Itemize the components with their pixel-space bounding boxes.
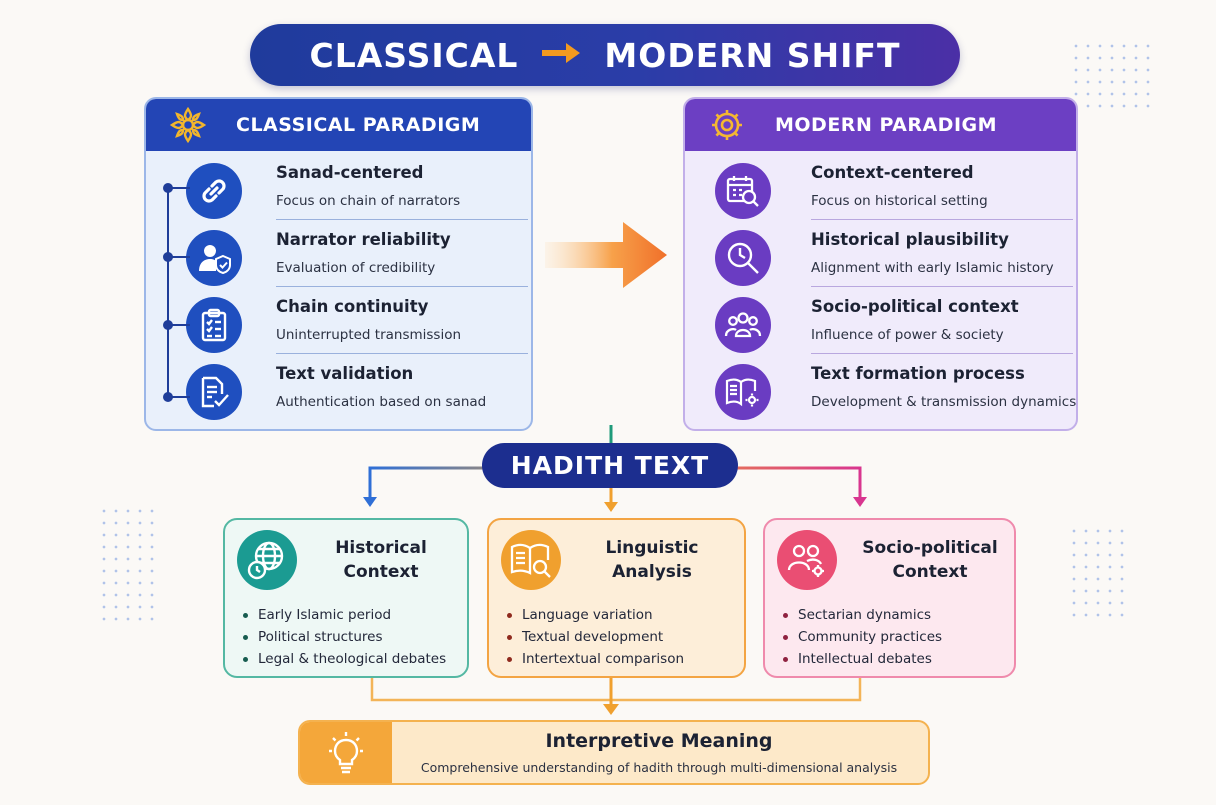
card-bullet-list: Language variation Textual development I…: [507, 604, 684, 670]
timeline-connector: [168, 187, 190, 189]
bullet-item: Early Islamic period: [243, 604, 446, 626]
bullet-item: Intellectual debates: [783, 648, 942, 670]
bullet-item: Sectarian dynamics: [783, 604, 942, 626]
divider: [276, 353, 528, 354]
title-left: CLASSICAL: [309, 35, 519, 75]
title-right: MODERN SHIFT: [604, 35, 901, 75]
book-gear-icon: [715, 364, 771, 420]
item-subtitle: Authentication based on sanad: [276, 394, 487, 410]
result-title: Interpretive Meaning: [545, 730, 773, 752]
lightbulb-icon: [300, 722, 392, 783]
item-title: Chain continuity: [276, 297, 429, 316]
globe-clock-icon: [237, 530, 297, 590]
divider: [276, 286, 528, 287]
result-subtitle: Comprehensive understanding of hadith th…: [420, 760, 898, 775]
bullet-item: Community practices: [783, 626, 942, 648]
modern-paradigm-panel: MODERN PARADIGM Context-centered Focus o…: [683, 97, 1078, 431]
item-subtitle: Focus on historical setting: [811, 193, 988, 209]
divider: [811, 219, 1073, 220]
item-title: Text validation: [276, 364, 414, 383]
modern-panel-title: MODERN PARADIGM: [775, 114, 998, 136]
document-check-icon: [186, 364, 242, 420]
decorative-dots-top-right: [1070, 40, 1150, 110]
right-arrow-icon: [540, 35, 582, 75]
timeline-connector: [168, 324, 190, 326]
classical-item-chain-continuity: Chain continuity Uninterrupted transmiss…: [186, 293, 528, 359]
classical-timeline-line: [167, 187, 169, 399]
bullet-item: Language variation: [507, 604, 684, 626]
timeline-connector: [168, 396, 190, 398]
item-subtitle: Focus on chain of narrators: [276, 193, 461, 209]
item-title: Context-centered: [811, 163, 974, 182]
item-subtitle: Uninterrupted transmission: [276, 327, 462, 343]
decorative-dots-right: [1068, 525, 1128, 625]
chain-link-icon: [186, 163, 242, 219]
decorative-dots-left: [98, 505, 158, 625]
bullet-item: Textual development: [507, 626, 684, 648]
item-subtitle: Development & transmission dynamics: [811, 394, 1077, 410]
item-subtitle: Influence of power & society: [811, 327, 1004, 343]
card-title: Historical Context: [335, 538, 427, 582]
classical-item-text-validation: Text validation Authentication based on …: [186, 360, 526, 426]
item-title: Text formation process: [811, 364, 1025, 383]
gear-icon: [707, 105, 747, 145]
bullet-item: Legal & theological debates: [243, 648, 446, 670]
bullet-item: Intertextual comparison: [507, 648, 684, 670]
title-banner: CLASSICAL MODERN SHIFT: [250, 24, 960, 86]
card-title: Socio-political Context: [862, 538, 998, 582]
calendar-search-icon: [715, 163, 771, 219]
item-title: Socio-political context: [811, 297, 1019, 316]
people-group-icon: [715, 297, 771, 353]
classical-panel-header: CLASSICAL PARADIGM: [146, 99, 531, 151]
classical-panel-title: CLASSICAL PARADIGM: [236, 114, 481, 136]
hadith-text-pill: HADITH TEXT: [482, 443, 738, 488]
card-title: Linguistic Analysis: [605, 538, 699, 582]
transition-arrow: [545, 222, 667, 288]
classical-paradigm-panel: CLASSICAL PARADIGM Sanad-centered Focus …: [144, 97, 533, 431]
clock-magnifier-icon: [715, 230, 771, 286]
item-title: Narrator reliability: [276, 230, 451, 249]
timeline-connector: [168, 256, 190, 258]
modern-item-historical-plausibility: Historical plausibility Alignment with e…: [715, 226, 1073, 292]
historical-context-card: Historical Context Early Islamic period …: [223, 518, 469, 678]
modern-item-context-centered: Context-centered Focus on historical set…: [715, 159, 1073, 225]
divider: [811, 353, 1073, 354]
item-title: Historical plausibility: [811, 230, 1009, 249]
classical-item-narrator-reliability: Narrator reliability Evaluation of credi…: [186, 226, 528, 292]
item-subtitle: Alignment with early Islamic history: [811, 260, 1054, 276]
book-search-icon: [501, 530, 561, 590]
clipboard-checklist-icon: [186, 297, 242, 353]
flower-ornament-icon: [168, 105, 208, 145]
item-subtitle: Evaluation of credibility: [276, 260, 436, 276]
user-shield-icon: [186, 230, 242, 286]
modern-item-socio-political-context: Socio-political context Influence of pow…: [715, 293, 1073, 359]
modern-panel-header: MODERN PARADIGM: [685, 99, 1076, 151]
item-title: Sanad-centered: [276, 163, 424, 182]
divider: [811, 286, 1073, 287]
socio-political-context-card: Socio-political Context Sectarian dynami…: [763, 518, 1016, 678]
linguistic-analysis-card: Linguistic Analysis Language variation T…: [487, 518, 746, 678]
card-bullet-list: Early Islamic period Political structure…: [243, 604, 446, 670]
classical-item-sanad-centered: Sanad-centered Focus on chain of narrato…: [186, 159, 528, 225]
bullet-item: Political structures: [243, 626, 446, 648]
people-gear-icon: [777, 530, 837, 590]
interpretive-meaning-box: Interpretive Meaning Comprehensive under…: [298, 720, 930, 785]
modern-item-text-formation-process: Text formation process Development & tra…: [715, 360, 1076, 426]
divider: [276, 219, 528, 220]
card-bullet-list: Sectarian dynamics Community practices I…: [783, 604, 942, 670]
